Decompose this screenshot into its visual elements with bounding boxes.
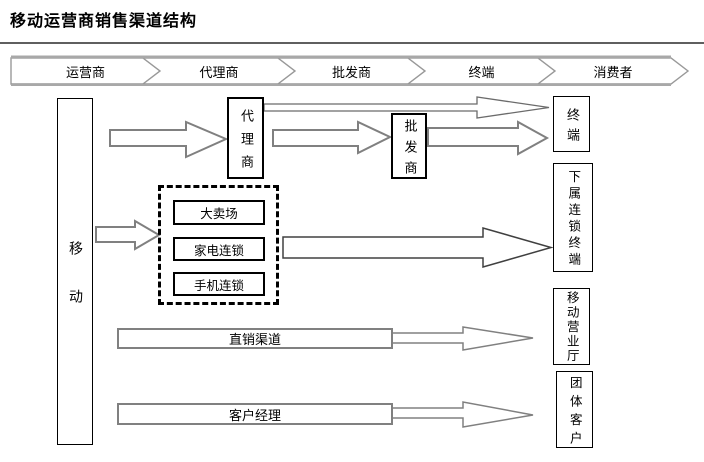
appliance-chain-box: 家电连锁 bbox=[173, 237, 265, 261]
account-manager-label: 客户经理 bbox=[228, 408, 281, 424]
business-hall-box: 移动营业厅 bbox=[553, 288, 590, 365]
process-band bbox=[10, 55, 690, 86]
account-manager-box: 客户经理 bbox=[117, 403, 393, 425]
wholesaler-label: 批发商 bbox=[401, 118, 417, 182]
hypermarket-box: 大卖场 bbox=[173, 200, 265, 225]
mobile-operator-box: 移动 bbox=[57, 98, 93, 445]
chevron-label-consumer: 消费者 bbox=[593, 66, 633, 81]
hypermarket-label: 大卖场 bbox=[200, 206, 238, 221]
phone-chain-label: 手机连锁 bbox=[193, 277, 244, 293]
direct-channel-label: 直销渠道 bbox=[228, 333, 281, 348]
arrow-retail-group-to-chain-terminal bbox=[282, 227, 554, 268]
terminal-label: 终端 bbox=[564, 107, 579, 148]
arrow-account-manager-to-group-customer bbox=[391, 401, 534, 428]
mobile-operator-label: 移动 bbox=[67, 240, 83, 337]
page-title: 移动运营商销售渠道结构 bbox=[10, 11, 198, 30]
direct-channel-box: 直销渠道 bbox=[117, 328, 393, 349]
retail-group-dashed-box bbox=[158, 185, 279, 305]
arrow-wholesaler-to-terminal bbox=[427, 120, 550, 156]
arrow-agent-to-wholesaler bbox=[272, 120, 393, 155]
chevron-label-agent: 代理商 bbox=[199, 66, 239, 81]
group-customer-box: 团体客户 bbox=[556, 371, 593, 450]
business-hall-label: 移动营业厅 bbox=[564, 291, 580, 364]
arrow-direct-channel-to-business-hall bbox=[391, 326, 534, 351]
arrow-mobile-to-agent bbox=[109, 120, 229, 159]
arrow-agent-to-terminal bbox=[263, 96, 550, 119]
chevron-label-wholesaler: 批发商 bbox=[331, 66, 371, 81]
title-divider bbox=[0, 42, 704, 44]
agent-label: 代理商 bbox=[238, 108, 253, 178]
arrow-mobile-to-retail-group bbox=[95, 219, 161, 251]
appliance-chain-label: 家电连锁 bbox=[193, 242, 244, 258]
phone-chain-box: 手机连锁 bbox=[173, 272, 265, 296]
wholesaler-box: 批发商 bbox=[391, 113, 427, 182]
chevron-label-terminal: 终端 bbox=[468, 66, 495, 81]
group-customer-label: 团体客户 bbox=[567, 375, 583, 450]
agent-box: 代理商 bbox=[227, 97, 264, 179]
chain-terminal-box: 下属连锁终端 bbox=[553, 163, 593, 272]
terminal-box: 终端 bbox=[553, 96, 590, 152]
chain-terminal-label: 下属连锁终端 bbox=[566, 170, 582, 269]
chevron-label-operator: 运营商 bbox=[65, 66, 105, 81]
